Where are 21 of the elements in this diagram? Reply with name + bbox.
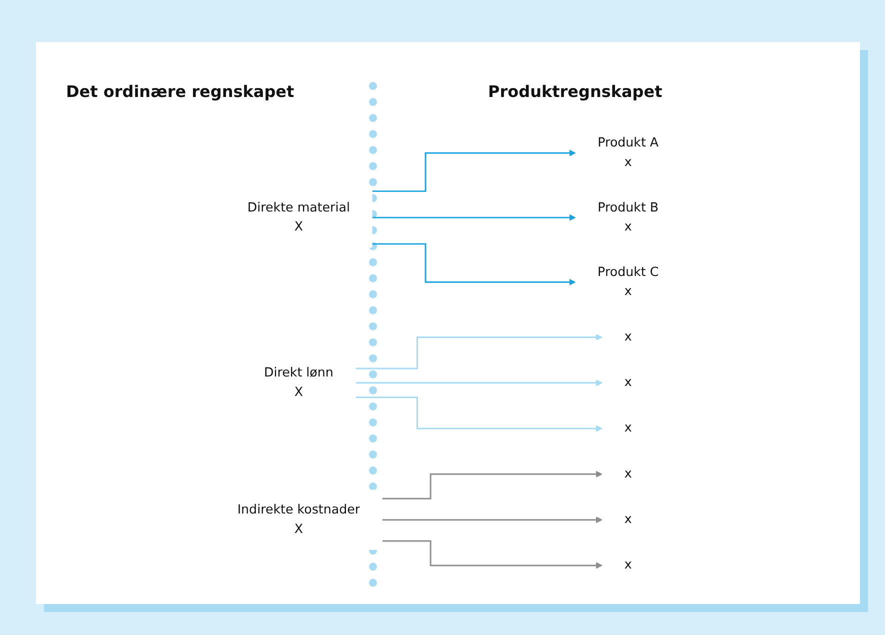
node-text: x: [624, 557, 632, 572]
arrow: [382, 516, 602, 524]
arrow: [356, 396, 602, 432]
node-text: Produkt B x: [598, 200, 659, 234]
node-text: x: [624, 466, 632, 482]
node-text: x: [624, 374, 632, 390]
arrow: [372, 214, 576, 221]
node-text: x: [624, 420, 632, 436]
node-text: x: [624, 329, 632, 344]
column-heading: Det ordinære regnskapet: [66, 82, 294, 101]
node-text: x: [624, 512, 632, 527]
column-heading: Produktregnskapet: [488, 82, 662, 101]
arrow: [356, 380, 602, 386]
arrow: [382, 470, 602, 500]
node-text: Direkt lønn X: [264, 365, 334, 400]
arrow: [372, 243, 576, 286]
arrow: [372, 150, 576, 192]
node-text: Produkt A x: [598, 136, 659, 170]
arrow: [382, 540, 602, 569]
node-text: Produkt C x: [598, 264, 659, 298]
arrow: [356, 334, 602, 370]
